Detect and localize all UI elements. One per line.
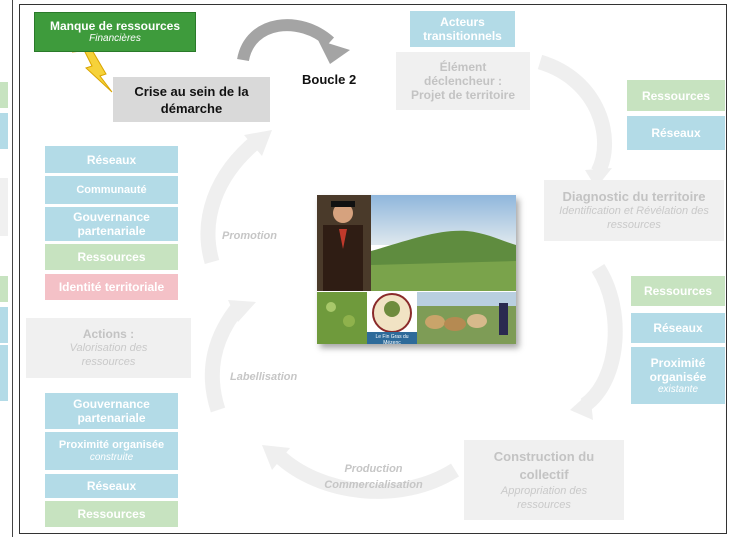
- edge-stub: [0, 345, 8, 401]
- crisis-label: Crise au sein de la démarche: [134, 83, 249, 116]
- actions-title: Actions :: [82, 327, 135, 341]
- cycle-arc-bottom: [272, 449, 460, 499]
- label-promotion: Promotion: [222, 230, 277, 242]
- element-title: Élément déclencheur :: [423, 60, 503, 88]
- right-top-ressources: Ressources: [627, 80, 725, 111]
- node-acteurs-label: Acteurs transitionnels: [423, 15, 502, 43]
- arrow-head: [585, 168, 612, 188]
- right-mid-proximite: Proximité organisée existante: [631, 347, 725, 404]
- cycle-arc-top-right: [537, 54, 612, 176]
- diagnostic-title: Diagnostic du territoire: [562, 188, 706, 204]
- left-bottom-reseaux: Réseaux: [45, 474, 178, 498]
- diagnostic-sub: Identification et Révélation des ressour…: [559, 204, 709, 231]
- right-mid-reseaux: Réseaux: [631, 313, 725, 343]
- cycle-arc-left-upper: [200, 134, 263, 265]
- left-bottom-ressources: Ressources: [45, 501, 178, 527]
- arrow-head: [228, 300, 256, 322]
- left-slide-edge: [0, 0, 13, 537]
- photo-collage: Le Fin Gras du Mézenc: [317, 195, 516, 346]
- loop-label: Boucle 2: [302, 72, 357, 87]
- edge-stub: [0, 113, 8, 149]
- cycle-arc-left-lower: [204, 300, 246, 413]
- crisis-alert-title: Manque de ressources: [49, 19, 181, 33]
- left-bottom-proximite: Proximité organisée construite: [45, 432, 178, 470]
- node-diagnostic: Diagnostic du territoire Identification …: [544, 180, 724, 241]
- arrow-head: [244, 130, 272, 156]
- left-gouvernance: Gouvernance partenariale: [45, 207, 178, 241]
- construction-sub: Appropriation des ressources: [500, 485, 588, 511]
- construction-title: Construction du collectif: [493, 449, 595, 482]
- left-bottom-proximite-sub: construite: [89, 452, 134, 463]
- element-sub: Projet de territoire: [410, 88, 516, 102]
- lightning-icon: [71, 49, 113, 93]
- cycle-arc-right: [580, 263, 623, 412]
- node-construction: Construction du collectif Appropriation …: [464, 440, 624, 520]
- landscape-photo: [317, 195, 516, 344]
- node-acteurs: Acteurs transitionnels: [410, 11, 515, 47]
- left-communaute: Communauté: [45, 176, 178, 204]
- left-bottom-proximite-label: Proximité organisée: [58, 439, 165, 451]
- right-top-reseaux: Réseaux: [627, 116, 725, 150]
- edge-stub: [0, 178, 8, 236]
- actions-sub: Valorisation des ressources: [69, 342, 148, 368]
- right-mid-ressources: Ressources: [631, 276, 725, 306]
- left-identite: Identité territoriale: [45, 274, 178, 300]
- label-labellisation: Labellisation: [230, 371, 298, 383]
- left-ressources: Ressources: [45, 244, 178, 270]
- loop-arrow-head: [318, 40, 350, 64]
- node-element-declencheur: Élément déclencheur : Projet de territoi…: [396, 52, 530, 110]
- left-bottom-gouvernance: Gouvernance partenariale: [45, 393, 178, 429]
- photo-caption: Le Fin Gras du Mézenc: [375, 334, 409, 346]
- edge-stub: [0, 82, 8, 108]
- loop-arrow: [237, 19, 335, 62]
- crisis-alert-subtitle: Financières: [89, 33, 141, 44]
- right-mid-proximite-label: Proximité organisée: [649, 355, 707, 384]
- edge-stub: [0, 276, 8, 302]
- crisis-box: Crise au sein de la démarche: [113, 77, 270, 122]
- edge-stub: [0, 307, 8, 343]
- node-actions: Actions : Valorisation des ressources: [26, 318, 191, 378]
- arrow-head: [570, 392, 593, 420]
- right-mid-proximite-sub: existante: [657, 383, 699, 395]
- left-reseaux: Réseaux: [45, 146, 178, 173]
- label-production: Production Commercialisation: [324, 463, 423, 491]
- arrow-head: [262, 445, 290, 470]
- crisis-alert-box: Manque de ressources Financières: [34, 12, 196, 52]
